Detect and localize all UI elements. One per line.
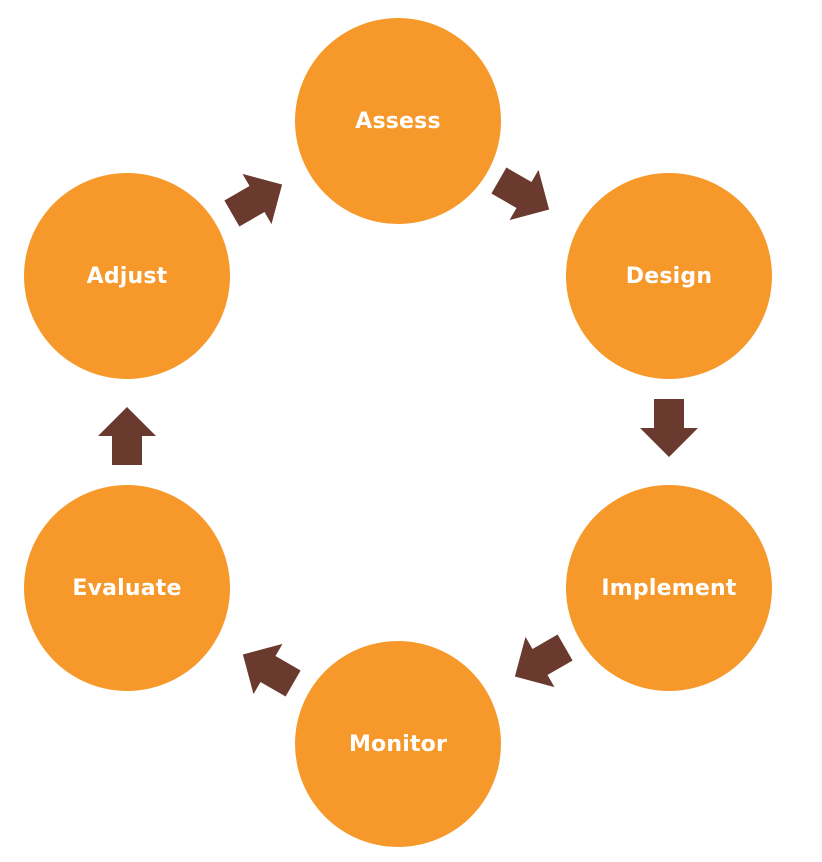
node-evaluate: Evaluate [24, 485, 230, 691]
node-assess: Assess [295, 18, 501, 224]
arrow-assess-to-design [491, 167, 550, 221]
arrow-evaluate-to-adjust [98, 407, 156, 465]
arrow-design-to-implement [640, 399, 698, 457]
node-adjust-label: Adjust [86, 263, 168, 289]
node-adjust: Adjust [24, 173, 230, 379]
arrow-monitor-to-evaluate [242, 643, 301, 697]
node-implement: Implement [566, 485, 772, 691]
node-evaluate-label: Evaluate [72, 575, 182, 601]
node-monitor: Monitor [295, 641, 501, 847]
node-design-label: Design [625, 263, 713, 289]
node-design: Design [566, 173, 772, 379]
arrow-implement-to-monitor [514, 634, 573, 688]
node-assess-label: Assess [355, 108, 441, 134]
arrow-adjust-to-assess [224, 173, 283, 227]
node-implement-label: Implement [601, 575, 737, 601]
node-monitor-label: Monitor [348, 731, 448, 757]
